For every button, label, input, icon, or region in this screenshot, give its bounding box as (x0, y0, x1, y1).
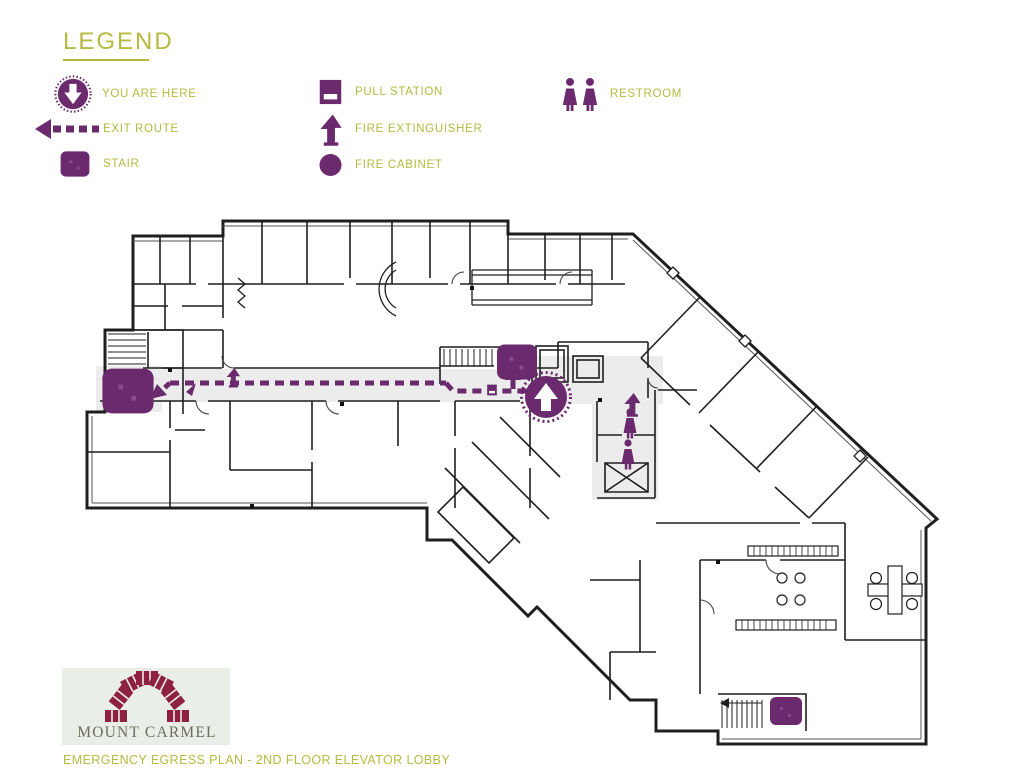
legend-item-pull-station: PULL STATION (306, 78, 536, 106)
legend-item-exit-route: EXIT ROUTE (33, 116, 273, 142)
legend-item-fire-cabinet: FIRE CABINET (306, 152, 536, 178)
architectural-features (237, 261, 593, 317)
logo-arch (105, 671, 189, 722)
legend-label: RESTROOM (610, 88, 683, 100)
legend-label: PULL STATION (355, 86, 444, 98)
exit-route-arrowhead-left (150, 384, 167, 399)
pull-station-marker (487, 384, 497, 396)
logo-text: MOUNT CARMEL (77, 724, 216, 741)
legend-item-fire-extinguisher: FIRE EXTINGUISHER (306, 112, 546, 146)
inner-wall-lines (91, 225, 932, 740)
stair-marker (497, 344, 537, 380)
stair-marker (102, 368, 154, 414)
legend-item-you-are-here: YOU ARE HERE (44, 75, 274, 113)
legend-label: EXIT ROUTE (103, 123, 179, 135)
page-title: EMERGENCY EGRESS PLAN - 2ND FLOOR ELEVAT… (63, 753, 451, 767)
facade-diamonds (666, 266, 867, 463)
counter-hatch (741, 546, 833, 630)
stair-direction-arrow (720, 698, 729, 708)
legend-label: YOU ARE HERE (102, 88, 197, 100)
door-arcs (195, 271, 781, 615)
stair-treads (108, 333, 763, 728)
stair-marker (770, 697, 802, 725)
interior-walls (87, 221, 926, 731)
legend-label: FIRE CABINET (355, 159, 443, 171)
legend-item-stair: STAIR (47, 149, 277, 179)
wall-devices (168, 286, 720, 564)
exit-route-turn-arrow (186, 383, 196, 396)
legend-label: FIRE EXTINGUISHER (355, 123, 483, 135)
legend-item-restroom: RESTROOM (550, 76, 770, 112)
furniture (735, 545, 923, 631)
mount-carmel-logo: MOUNT CARMEL (62, 668, 230, 745)
exit-route-icon (35, 119, 99, 139)
legend-label: STAIR (103, 158, 140, 170)
